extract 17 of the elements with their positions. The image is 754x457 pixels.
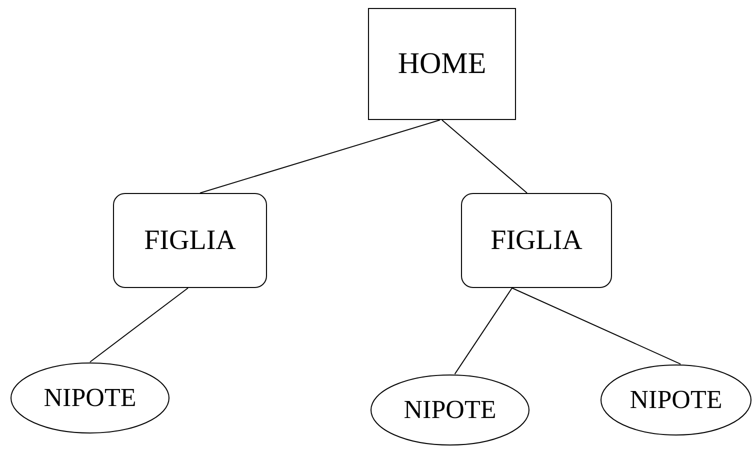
ellipse-node bbox=[370, 374, 530, 446]
node-label: FIGLIA bbox=[144, 226, 236, 254]
rounded-box bbox=[461, 193, 612, 288]
node-label: HOME bbox=[398, 49, 486, 79]
connector-line bbox=[512, 288, 682, 365]
node-label: NIPOTE bbox=[630, 387, 722, 413]
ellipse-node bbox=[600, 364, 752, 436]
connector-line bbox=[200, 120, 440, 194]
node-label: NIPOTE bbox=[44, 385, 136, 411]
connector-line bbox=[442, 120, 528, 194]
node-label: FIGLIA bbox=[490, 226, 582, 254]
connector-line bbox=[90, 288, 188, 362]
connector-line bbox=[454, 288, 513, 375]
rounded-box bbox=[113, 193, 267, 288]
page-box bbox=[368, 8, 516, 120]
node-label: NIPOTE bbox=[404, 397, 496, 423]
ellipse-node bbox=[10, 362, 170, 434]
